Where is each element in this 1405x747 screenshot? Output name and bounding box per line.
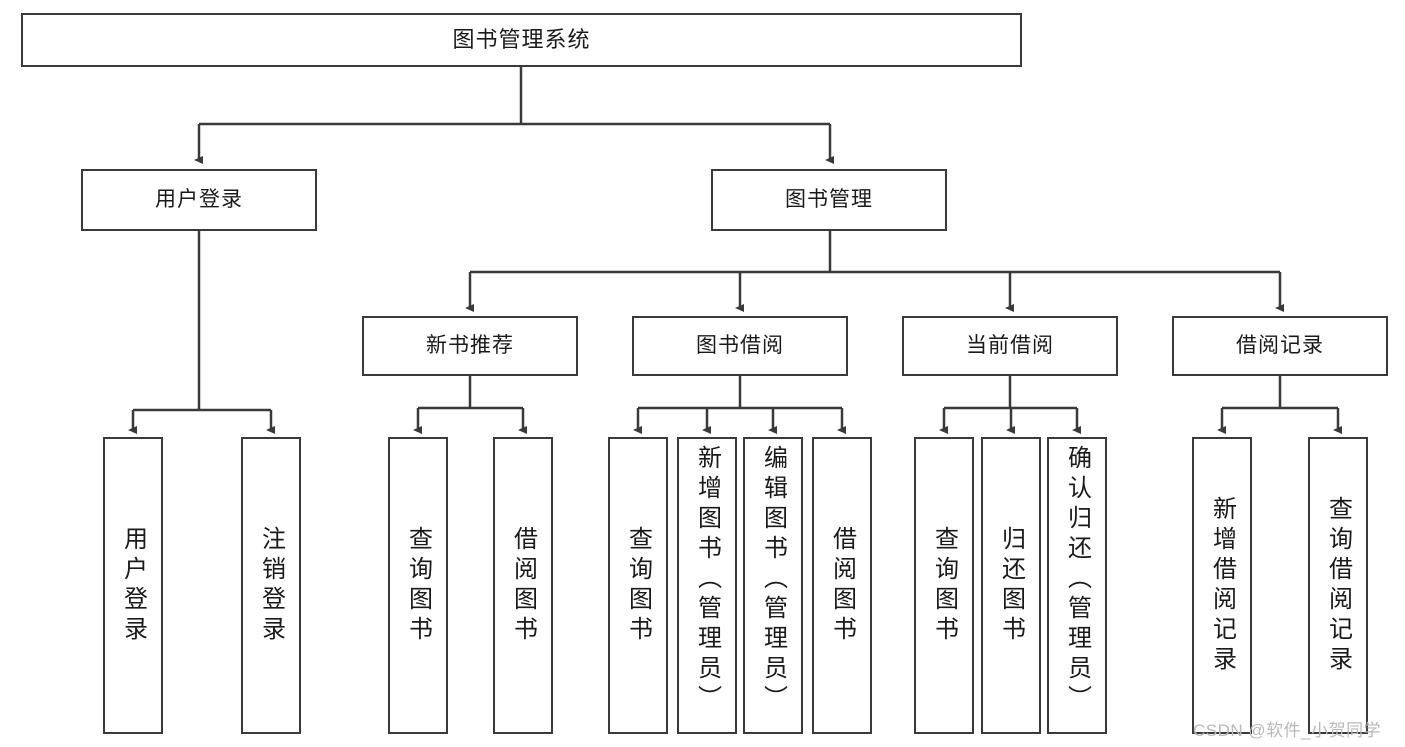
node-label: 新书推荐 xyxy=(426,334,514,358)
leaf-query-book-recommend[interactable]: 查询图书 xyxy=(388,437,448,734)
node-label: 图书借阅 xyxy=(696,334,784,358)
leaf-logout[interactable]: 注销登录 xyxy=(241,437,301,734)
leaf-add-borrow-record[interactable]: 新增借阅记录 xyxy=(1192,437,1252,734)
node-label: 编辑图书（管理员） xyxy=(759,445,787,715)
node-label: 新增图书（管理员） xyxy=(693,445,721,715)
node-label: 当前借阅 xyxy=(966,334,1054,358)
node-label: 图书管理 xyxy=(785,188,873,212)
leaf-query-book-current[interactable]: 查询图书 xyxy=(914,437,974,734)
leaf-borrow-book-recommend[interactable]: 借阅图书 xyxy=(493,437,553,734)
node-book-management[interactable]: 图书管理 xyxy=(711,169,947,231)
node-label: 用户登录 xyxy=(155,188,243,212)
node-label: 查询借阅记录 xyxy=(1324,495,1352,676)
csdn-watermark: CSDN @软件_小贺同学 xyxy=(1193,721,1382,740)
node-label: 查询图书 xyxy=(624,525,652,646)
node-label: 确认归还（管理员） xyxy=(1063,445,1091,715)
node-label: 注销登录 xyxy=(257,525,285,646)
leaf-edit-book-admin[interactable]: 编辑图书（管理员） xyxy=(743,437,803,734)
node-current-borrow[interactable]: 当前借阅 xyxy=(902,316,1118,376)
node-label: 查询图书 xyxy=(404,525,432,646)
node-label: 用户登录 xyxy=(119,525,147,646)
leaf-borrow-book[interactable]: 借阅图书 xyxy=(812,437,872,734)
node-label: 归还图书 xyxy=(997,525,1025,646)
node-label: 查询图书 xyxy=(930,525,958,646)
node-label: 新增借阅记录 xyxy=(1208,495,1236,676)
node-label: 借阅图书 xyxy=(828,525,856,646)
node-user-login[interactable]: 用户登录 xyxy=(81,169,317,231)
node-borrow-record[interactable]: 借阅记录 xyxy=(1172,316,1388,376)
leaf-confirm-return-admin[interactable]: 确认归还（管理员） xyxy=(1047,437,1107,734)
node-new-book-recommend[interactable]: 新书推荐 xyxy=(362,316,578,376)
node-label: 借阅图书 xyxy=(509,525,537,646)
leaf-query-borrow-record[interactable]: 查询借阅记录 xyxy=(1308,437,1368,734)
leaf-add-book-admin[interactable]: 新增图书（管理员） xyxy=(677,437,737,734)
node-label: 借阅记录 xyxy=(1236,334,1324,358)
node-root-book-management-system[interactable]: 图书管理系统 xyxy=(21,13,1022,67)
leaf-return-book[interactable]: 归还图书 xyxy=(981,437,1041,734)
leaf-user-login[interactable]: 用户登录 xyxy=(103,437,163,734)
leaf-query-book-borrow[interactable]: 查询图书 xyxy=(608,437,668,734)
node-book-borrow[interactable]: 图书借阅 xyxy=(632,316,848,376)
node-label: 图书管理系统 xyxy=(452,26,591,52)
